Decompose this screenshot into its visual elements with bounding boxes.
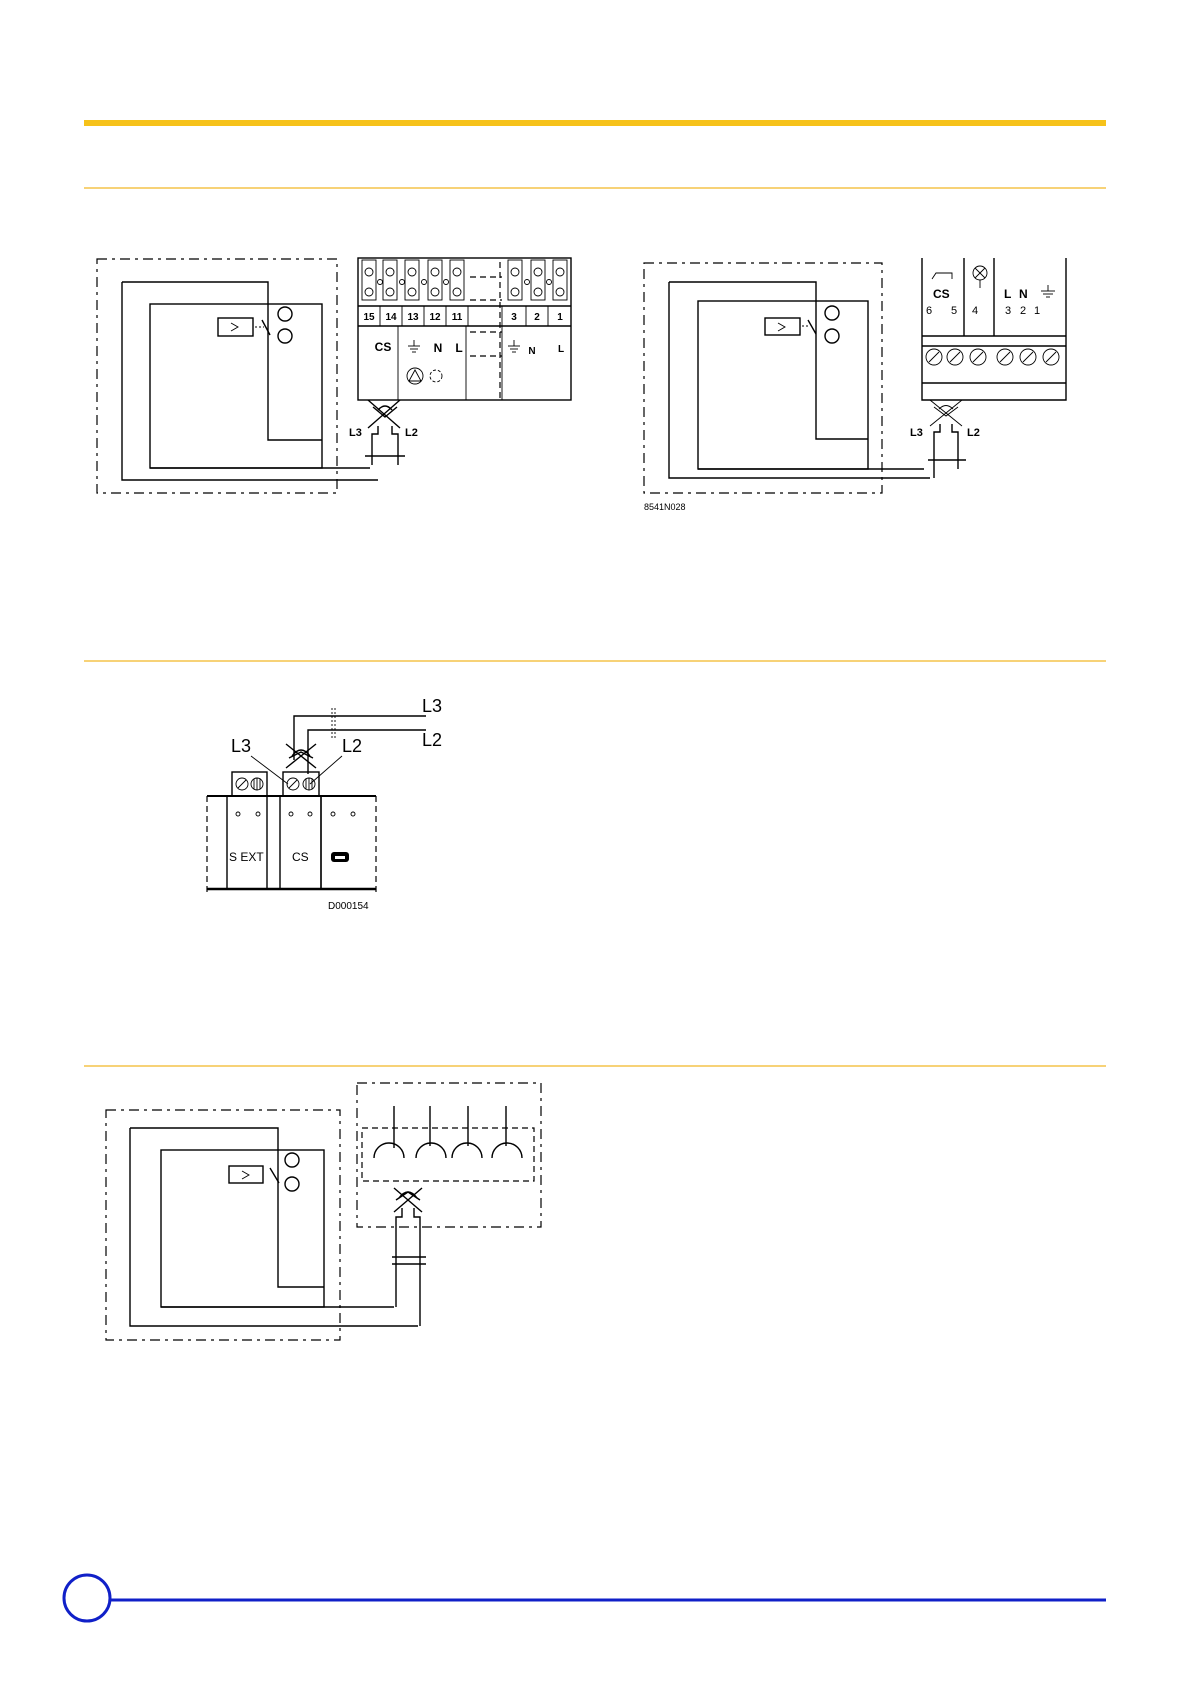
ground-icon <box>508 340 520 352</box>
terminal-number: 11 <box>452 312 463 323</box>
terminal-number: 5 <box>951 305 957 317</box>
terminal-block-2: CS L N 6 5 4 3 2 1 <box>922 258 1066 400</box>
ground-icon <box>1041 285 1055 297</box>
thermostat-icon <box>394 1188 422 1212</box>
diagram-3: L3 L2 L3 L2 S EXT CS <box>207 696 442 912</box>
thermostat-icon <box>928 400 966 478</box>
diagram-1: 15 14 13 12 11 3 2 1 CS N L N L <box>97 258 571 493</box>
terminal-number: 4 <box>972 305 978 317</box>
label-cs: CS <box>375 340 392 354</box>
relay-icon <box>765 318 800 335</box>
pump-icon <box>407 368 423 384</box>
terminal-number: 2 <box>534 312 540 323</box>
terminal-number: 3 <box>1005 305 1011 317</box>
label-n: N <box>528 346 535 357</box>
terminal-number: 15 <box>363 312 375 323</box>
lamp-icon <box>973 266 987 288</box>
label-l3: L3 <box>422 696 442 716</box>
slot-label-s-ext: S EXT <box>229 850 264 864</box>
fan-icon <box>430 370 442 382</box>
label-l: L <box>455 341 462 355</box>
diagram-code: 8541N028 <box>644 502 686 512</box>
terminal-number: 3 <box>511 312 517 323</box>
diagram-2: CS L N 6 5 4 3 2 1 <box>644 258 1066 512</box>
diagram-code: D000154 <box>328 901 369 912</box>
terminal-number: 14 <box>385 312 397 323</box>
label-cs: CS <box>933 287 950 301</box>
ground-icon <box>408 340 420 352</box>
terminal-number: 1 <box>1034 305 1040 317</box>
terminal-block-1: 15 14 13 12 11 3 2 1 CS N L N L <box>358 258 571 400</box>
top-accent-bar <box>84 120 1106 126</box>
wire-label-l3: L3 <box>910 427 923 439</box>
label-n: N <box>434 341 443 355</box>
thermostat-icon <box>365 400 405 465</box>
terminal-number: 12 <box>429 312 441 323</box>
wire-label-l2: L2 <box>967 427 980 439</box>
terminal-number: 13 <box>407 312 419 323</box>
slot-label-cs: CS <box>292 850 309 864</box>
label-l: L <box>1004 287 1011 301</box>
wire-label-l3: L3 <box>349 427 362 439</box>
page-number-circle <box>64 1575 110 1621</box>
label-l3: L3 <box>231 736 251 756</box>
relay-icon <box>218 318 253 336</box>
telephone-socket-icon <box>331 852 349 862</box>
label-l2: L2 <box>342 736 362 756</box>
wire-label-l2: L2 <box>405 427 418 439</box>
label-n: N <box>1019 287 1028 301</box>
label-l: L <box>558 344 564 355</box>
terminal-number: 2 <box>1020 305 1026 317</box>
diagram-4 <box>106 1083 541 1340</box>
relay-icon <box>229 1166 263 1183</box>
thermostat-icon <box>286 744 316 768</box>
label-l2: L2 <box>422 730 442 750</box>
terminal-number: 6 <box>926 305 932 317</box>
terminal-number: 1 <box>557 312 563 323</box>
